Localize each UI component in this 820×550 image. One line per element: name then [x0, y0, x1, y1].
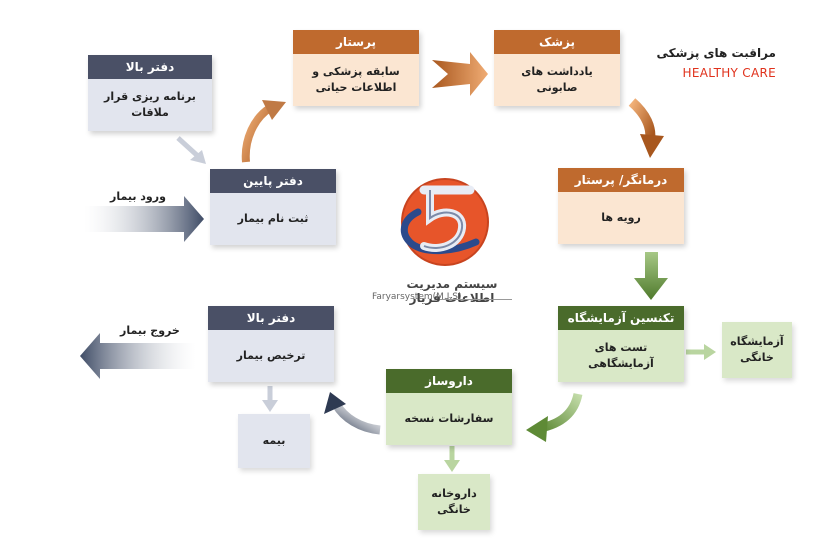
- arrow-therapist-to-lab: [634, 252, 668, 300]
- node-therapist-nurse: درمانگر/ پرستار رویه ها: [558, 168, 684, 244]
- node-header: پرستار: [293, 30, 419, 54]
- node-body: تست های آزمایشگاهی: [558, 330, 684, 382]
- node-insurance: بیمه: [238, 414, 310, 468]
- node-body: رویه ها: [558, 192, 684, 244]
- brand-title-en: HEALTHY CARE: [682, 66, 776, 80]
- node-doctor: پزشک یادداشت های صابونی: [494, 30, 620, 106]
- node-header: پزشک: [494, 30, 620, 54]
- node-nurse: پرستار سابقه پزشکی و اطلاعات حیاتی: [293, 30, 419, 106]
- node-header: تکنسین آزمایشگاه: [558, 306, 684, 330]
- node-header: درمانگر/ پرستار: [558, 168, 684, 192]
- entry-arrow: [84, 196, 204, 242]
- node-body: برنامه ریزی قرار ملاقات: [88, 79, 212, 131]
- label-patient-entry: ورود بیمار: [110, 190, 166, 203]
- node-lower-office: دفتر پایین ثبت نام بیمار: [210, 169, 336, 245]
- node-header: دفتر پایین: [210, 169, 336, 193]
- node-home-lab: آزمایشگاه خانگی: [722, 322, 792, 378]
- node-upper-office-schedule: دفتر بالا برنامه ریزی قرار ملاقات: [88, 55, 212, 131]
- node-body: سفارشات نسخه: [386, 393, 512, 445]
- logo-name-fa: سیستم مدیریت اطلاعات فریار: [406, 277, 498, 305]
- exit-arrow: [80, 333, 196, 379]
- node-body: ترخیص بیمار: [208, 330, 334, 382]
- node-upper-office-discharge: دفتر بالا ترخیص بیمار: [208, 306, 334, 382]
- faryar-logo-icon: [400, 178, 489, 266]
- label-patient-exit: خروج بیمار: [120, 324, 180, 337]
- arrow-nurse-to-doctor: [432, 52, 488, 96]
- node-home-pharmacy: داروخانه خانگی: [418, 474, 490, 530]
- arrow-pharmacist-to-discharge: [332, 401, 381, 435]
- node-body: یادداشت های صابونی: [494, 54, 620, 106]
- brand-title-fa: مراقبت های پزشکی: [656, 46, 776, 60]
- node-body: سابقه پزشکی و اطلاعات حیاتی: [293, 54, 419, 106]
- node-header: دفتر بالا: [208, 306, 334, 330]
- node-body: ثبت نام بیمار: [210, 193, 336, 245]
- logo-name-en: Faryarsystem(M.I.S): [372, 292, 462, 302]
- logo-divider: [440, 299, 512, 300]
- arrow-lower-to-nurse: [241, 104, 273, 163]
- node-header: دفتر بالا: [88, 55, 212, 79]
- node-lab-technician: تکنسین آزمایشگاه تست های آزمایشگاهی: [558, 306, 684, 382]
- node-header: داروساز: [386, 369, 512, 393]
- node-pharmacist: داروساز سفارشات نسخه: [386, 369, 512, 445]
